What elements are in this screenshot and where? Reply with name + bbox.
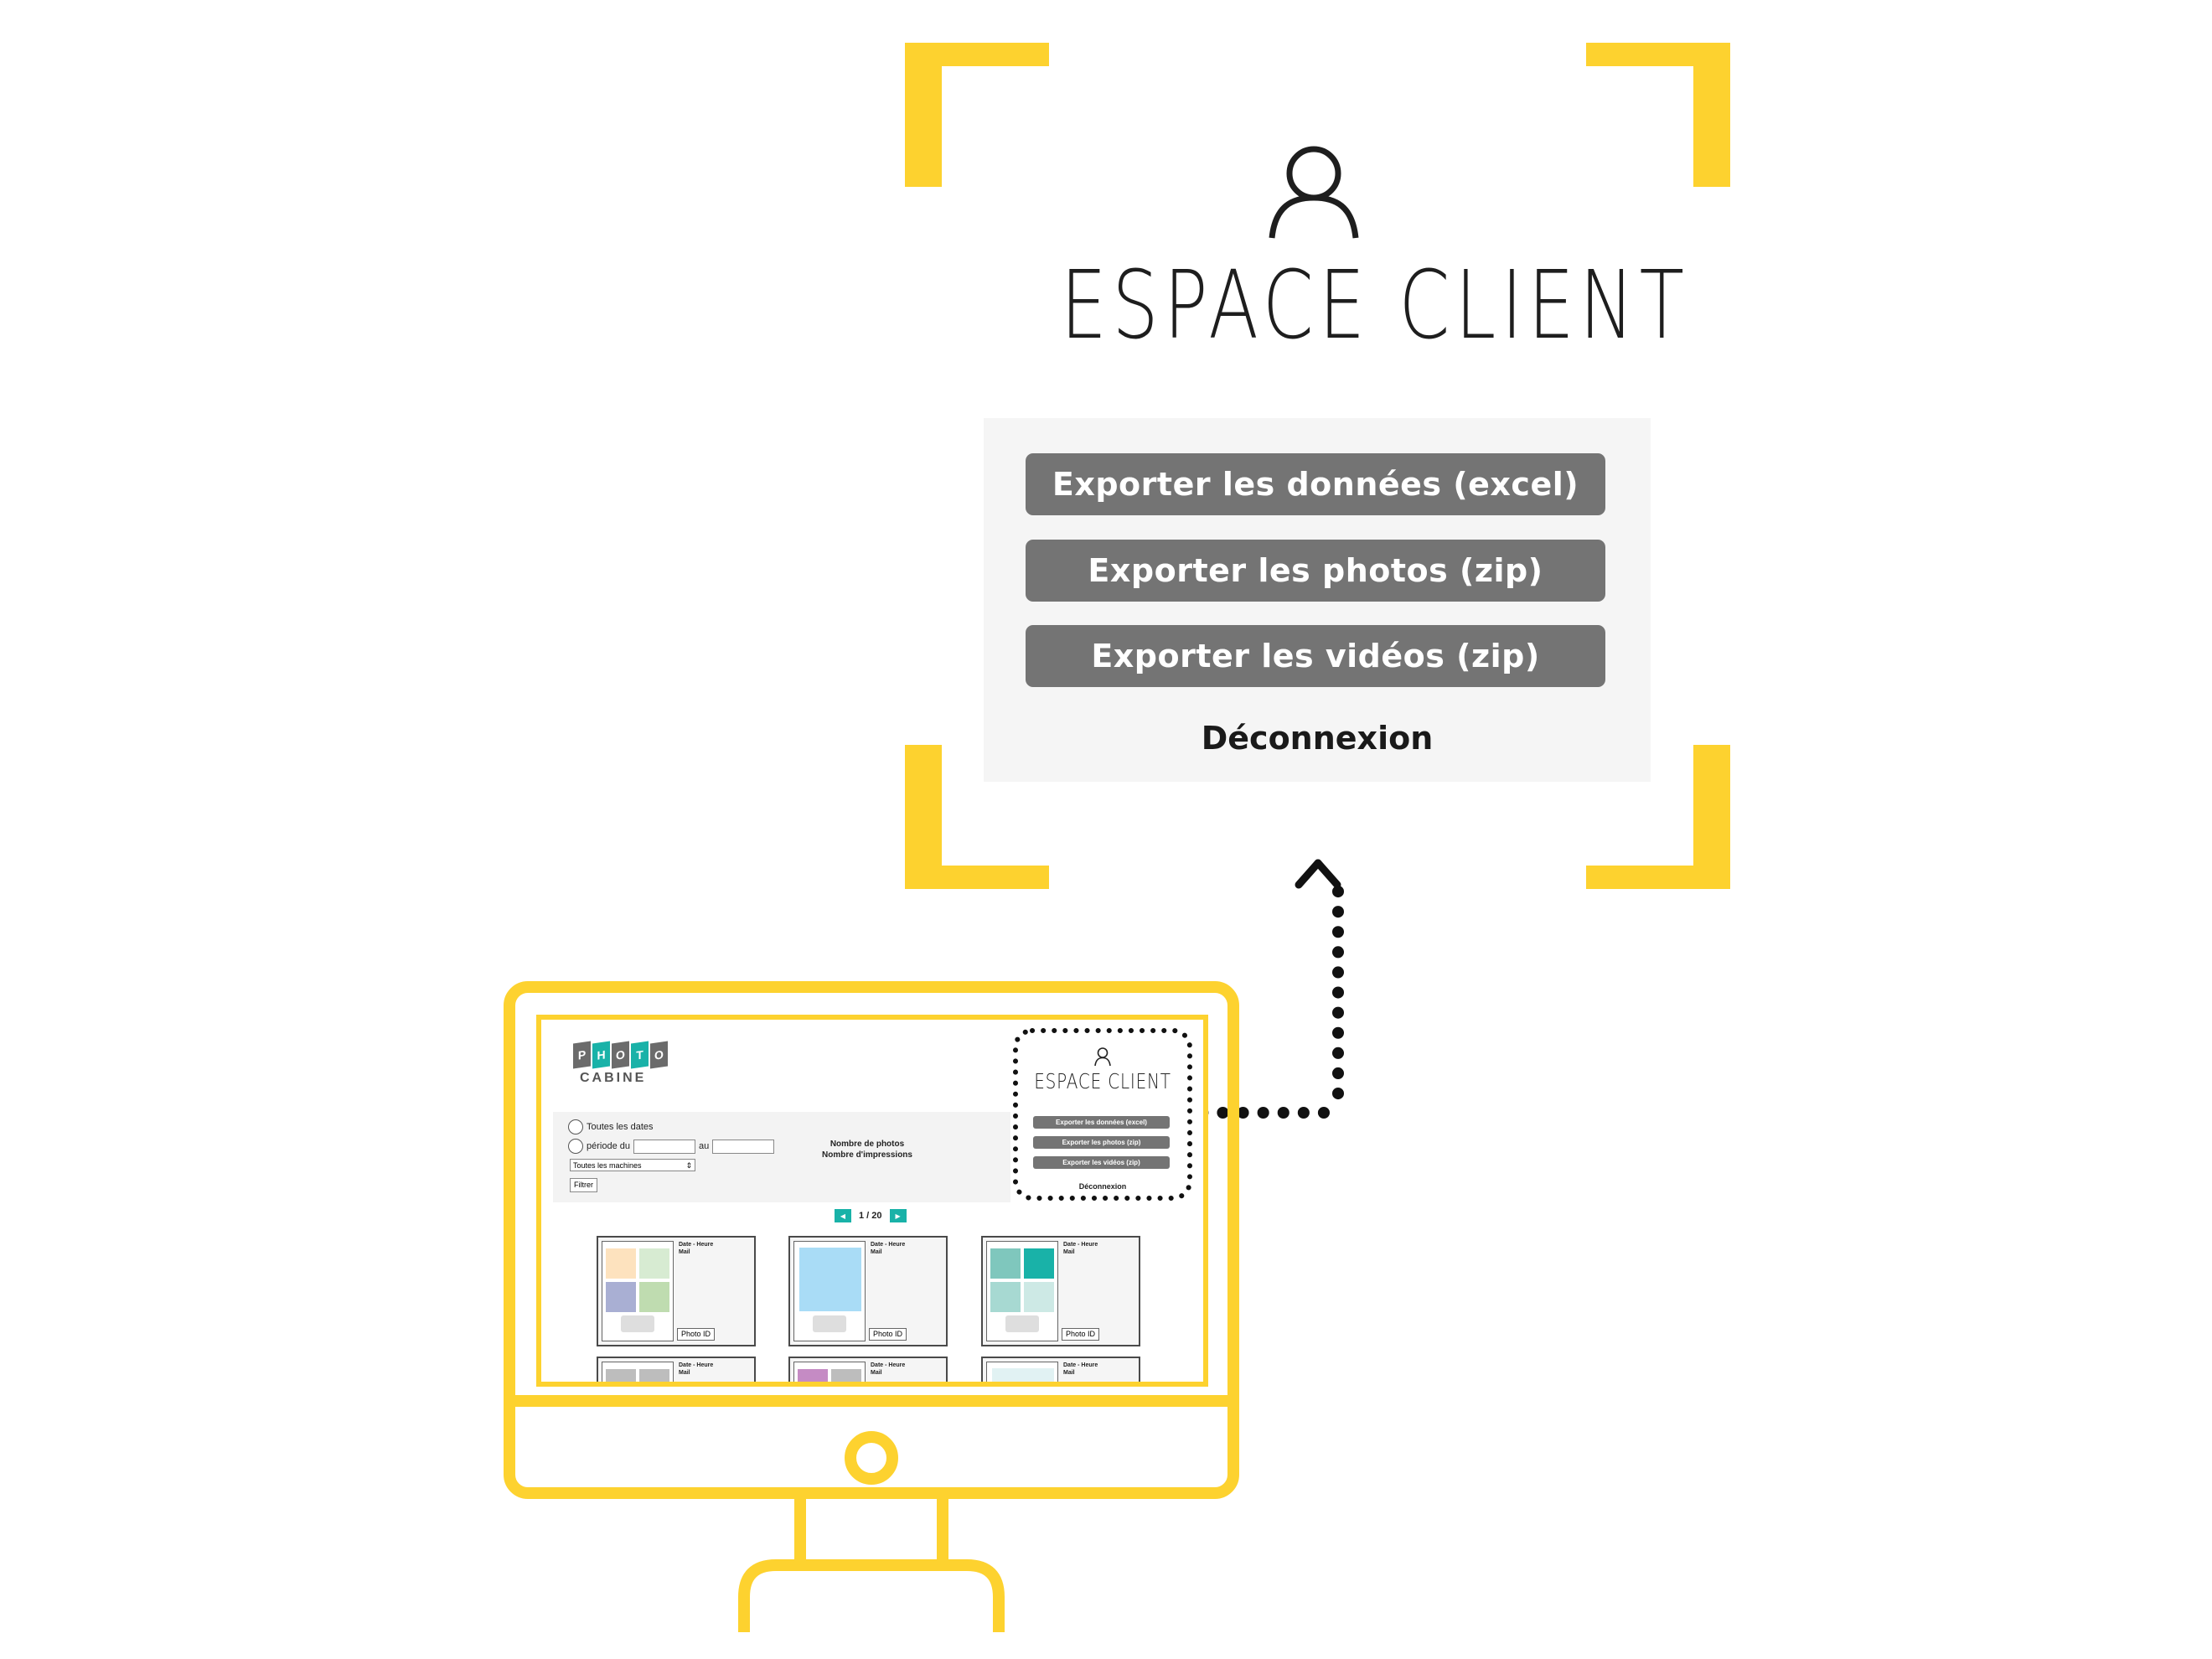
photo-thumbnail (986, 1241, 1058, 1341)
photo-mail: Mail (679, 1249, 690, 1255)
all-dates-label: Toutes les dates (587, 1122, 654, 1132)
period-start-input[interactable] (633, 1139, 695, 1154)
photo-card[interactable]: Date - Heure Mail (597, 1357, 756, 1382)
mini-export-videos-zip-button[interactable]: Exporter les vidéos (zip) (1033, 1156, 1170, 1169)
photo-mail: Mail (871, 1249, 882, 1255)
photo-tile (992, 1368, 1054, 1382)
filter-button[interactable]: Filtrer (570, 1178, 597, 1192)
frame-corner-bottom-left (905, 745, 1049, 889)
photo-date-time: Date - Heure (1063, 1242, 1098, 1248)
photo-caption-placeholder (813, 1315, 846, 1332)
all-dates-radio[interactable] (568, 1119, 583, 1134)
photo-date-time: Date - Heure (871, 1242, 906, 1248)
photo-mail: Mail (871, 1370, 882, 1376)
photo-tile (606, 1248, 636, 1279)
logo-tile: O (650, 1041, 668, 1069)
period-label: période du (587, 1141, 630, 1151)
photo-thumbnail (793, 1362, 866, 1382)
mini-export-photos-zip-button[interactable]: Exporter les photos (zip) (1033, 1136, 1170, 1149)
logo-tile: O (612, 1041, 629, 1069)
photo-date-time: Date - Heure (679, 1242, 714, 1248)
photo-card[interactable]: Date - Heure Mail Photo ID (597, 1236, 756, 1346)
photo-cabine-logo: P H O T O CABINE (573, 1041, 668, 1086)
photo-card[interactable]: Date - Heure Mail Photo ID (788, 1236, 948, 1346)
photo-meta: Date - Heure Mail (679, 1241, 713, 1256)
all-dates-option[interactable]: Toutes les dates (568, 1119, 654, 1134)
machine-select[interactable]: Toutes les machines ⇕ (570, 1159, 695, 1171)
logo-tile: H (592, 1041, 610, 1069)
export-photos-zip-button[interactable]: Exporter les photos (zip) (1026, 540, 1605, 602)
mini-espace-client-panel: ESPACE CLIENT Exporter les données (exce… (1010, 1026, 1195, 1203)
photo-caption-placeholder (621, 1315, 654, 1332)
photo-thumbnail (986, 1362, 1058, 1382)
triangle-right-icon[interactable]: ▶ (889, 1209, 907, 1222)
photo-tile (606, 1369, 636, 1382)
mini-logout-link[interactable]: Déconnexion (1078, 1182, 1127, 1191)
photo-tile (799, 1248, 861, 1311)
photo-card[interactable]: Date - Heure Mail (981, 1357, 1140, 1382)
logo-tile: P (573, 1041, 591, 1069)
highlight-dotted-outline (1013, 1028, 1192, 1201)
period-to-label: au (699, 1141, 710, 1151)
user-icon[interactable] (1267, 142, 1361, 240)
photo-tile (831, 1369, 861, 1382)
photo-id-badge[interactable]: Photo ID (677, 1328, 716, 1341)
photo-thumbnail (602, 1362, 674, 1382)
photo-meta: Date - Heure Mail (679, 1362, 713, 1377)
machine-select-value: Toutes les machines (573, 1161, 642, 1170)
photo-mail: Mail (1063, 1249, 1075, 1255)
photo-tile (1024, 1282, 1054, 1312)
photo-thumbnail (793, 1241, 866, 1341)
photo-tile (639, 1248, 669, 1279)
photo-meta: Date - Heure Mail (1063, 1241, 1098, 1256)
pagination: ◀ 1 / 20 ▶ (835, 1209, 907, 1222)
photo-mail: Mail (1063, 1370, 1075, 1376)
monitor-screen: P H O T O CABINE Toutes les dates périod… (541, 1020, 1203, 1382)
photo-tile (639, 1369, 669, 1382)
frame-corner-top-right (1586, 43, 1730, 187)
photo-id-badge[interactable]: Photo ID (869, 1328, 907, 1341)
print-count-label: Nombre d'impressions (822, 1150, 912, 1160)
photo-id-badge[interactable]: Photo ID (1062, 1328, 1100, 1341)
photo-tile (1024, 1248, 1054, 1279)
espace-client-panel: Exporter les données (excel) Exporter le… (984, 418, 1651, 782)
mini-export-data-excel-button[interactable]: Exporter les données (excel) (1033, 1116, 1170, 1129)
photo-thumbnail (602, 1241, 674, 1341)
filter-panel: Toutes les dates période du au Toutes le… (553, 1112, 1022, 1202)
photo-tile (606, 1282, 636, 1312)
select-arrows-icon: ⇕ (685, 1161, 692, 1170)
frame-corner-bottom-right (1586, 745, 1730, 889)
photo-meta: Date - Heure Mail (871, 1362, 905, 1377)
frame-corner-top-left (905, 43, 1049, 187)
photo-card[interactable]: Date - Heure Mail Photo ID (981, 1236, 1140, 1346)
triangle-left-icon[interactable]: ◀ (835, 1209, 851, 1222)
photo-meta: Date - Heure Mail (871, 1241, 905, 1256)
period-radio[interactable] (568, 1139, 583, 1154)
photo-card[interactable]: Date - Heure Mail (788, 1357, 948, 1382)
stats-block: Nombre de photos Nombre d'impressions (804, 1139, 930, 1160)
photo-count-label: Nombre de photos (830, 1140, 905, 1149)
period-option[interactable]: période du au (568, 1139, 775, 1154)
export-data-excel-button[interactable]: Exporter les données (excel) (1026, 453, 1605, 515)
zoom-connector-arrow (1196, 859, 1344, 1119)
photo-date-time: Date - Heure (679, 1362, 714, 1368)
photo-tile (990, 1282, 1021, 1312)
photo-caption-placeholder (1005, 1315, 1039, 1332)
photo-mail: Mail (679, 1370, 690, 1376)
photo-date-time: Date - Heure (871, 1362, 906, 1368)
logo-tile: T (631, 1041, 649, 1069)
photo-tile (990, 1248, 1021, 1279)
photo-tile (798, 1369, 828, 1382)
logout-link[interactable]: Déconnexion (1201, 720, 1434, 757)
logo-subtitle: CABINE (580, 1071, 647, 1085)
user-icon[interactable] (1093, 1047, 1112, 1067)
period-end-input[interactable] (712, 1139, 775, 1154)
photo-date-time: Date - Heure (1063, 1362, 1098, 1368)
page-indicator: 1 / 20 (859, 1211, 882, 1221)
photo-meta: Date - Heure Mail (1063, 1362, 1098, 1377)
photo-tile (639, 1282, 669, 1312)
espace-client-title: ESPACE CLIENT (1060, 251, 1690, 360)
export-videos-zip-button[interactable]: Exporter les vidéos (zip) (1026, 625, 1605, 687)
mini-espace-client-title: ESPACE CLIENT (1034, 1069, 1171, 1093)
